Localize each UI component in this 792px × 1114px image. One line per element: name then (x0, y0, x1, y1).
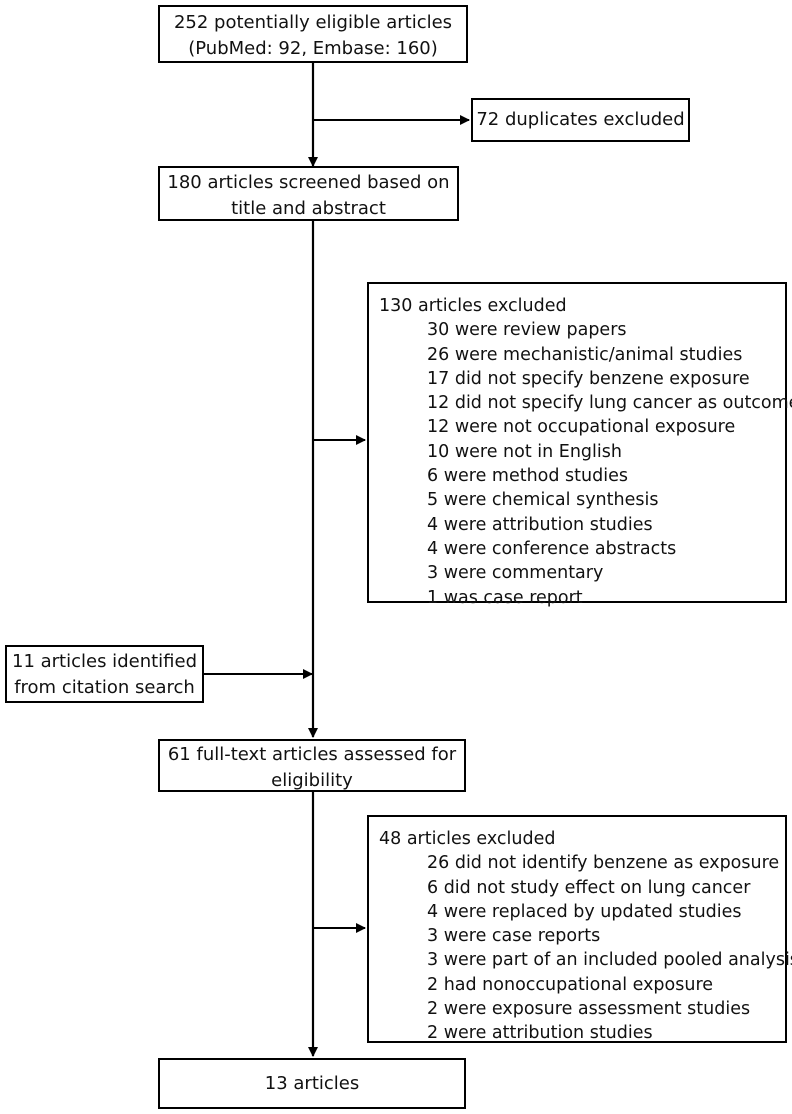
identified-line2: (PubMed: 92, Embase: 160) (188, 38, 438, 59)
excluded-screen-item: 12 did not specify lung cancer as outcom… (427, 393, 792, 414)
excluded-fulltext-item: 2 were attribution studies (427, 1023, 653, 1044)
excluded-screen-item: 30 were review papers (427, 320, 627, 341)
excluded-fulltext-item: 6 did not study effect on lung cancer (427, 877, 751, 898)
duplicates-box: 72 duplicates excluded (471, 98, 690, 142)
excluded-fulltext-item: 3 were part of an included pooled analys… (427, 950, 792, 971)
excluded-fulltext-item: 2 had nonoccupational exposure (427, 974, 714, 995)
fulltext-line2: eligibility (271, 770, 353, 791)
included-label: 13 articles (264, 1073, 360, 1094)
excluded-screen-item: 6 were method studies (427, 466, 628, 487)
excluded-screen-item: 10 were not in English (427, 441, 622, 462)
excluded-screen-item: 12 were not occupational exposure (427, 417, 736, 438)
excluded-fulltext-item: 4 were replaced by updated studies (427, 901, 742, 922)
identified-line1: 252 potentially eligible articles (173, 12, 453, 33)
excluded-fulltext-item: 2 were exposure assessment studies (427, 999, 751, 1020)
excluded-screen-item: 5 were chemical synthesis (427, 490, 659, 511)
citation-box: 11 articles identified from citation sea… (5, 645, 204, 703)
excluded-fulltext-heading: 48 articles excluded (379, 829, 556, 849)
screened-box: 180 articles screened based on title and… (158, 166, 459, 221)
fulltext-line1: 61 full-text articles assessed for (167, 744, 457, 765)
excluded-screen-item: 1 was case report (427, 587, 583, 608)
excluded-fulltext-item: 26 did not identify benzene as exposure (427, 853, 780, 874)
citation-line1: 11 articles identified (12, 651, 197, 672)
citation-line2: from citation search (14, 677, 195, 698)
screened-line1: 180 articles screened based on (167, 172, 450, 193)
excluded-fulltext-item: 3 were case reports (427, 926, 601, 947)
excluded-screen-item: 26 were mechanistic/animal studies (427, 344, 743, 365)
duplicates-label: 72 duplicates excluded (476, 109, 685, 130)
excluded-screen-item: 4 were attribution studies (427, 514, 653, 535)
excluded-screen-item: 4 were conference abstracts (427, 538, 677, 559)
excluded-screen-box: 130 articles excluded 30 were review pap… (367, 282, 792, 608)
excluded-screen-heading: 130 articles excluded (379, 296, 567, 316)
excluded-screen-item: 17 did not specify benzene exposure (427, 368, 750, 389)
excluded-screen-item: 3 were commentary (427, 563, 604, 584)
included-box: 13 articles (158, 1058, 466, 1109)
identified-box: 252 potentially eligible articles (PubMe… (158, 5, 468, 63)
fulltext-box: 61 full-text articles assessed for eligi… (158, 739, 466, 792)
screened-line2: title and abstract (231, 198, 386, 219)
excluded-fulltext-box: 48 articles excluded 26 did not identify… (367, 815, 792, 1044)
